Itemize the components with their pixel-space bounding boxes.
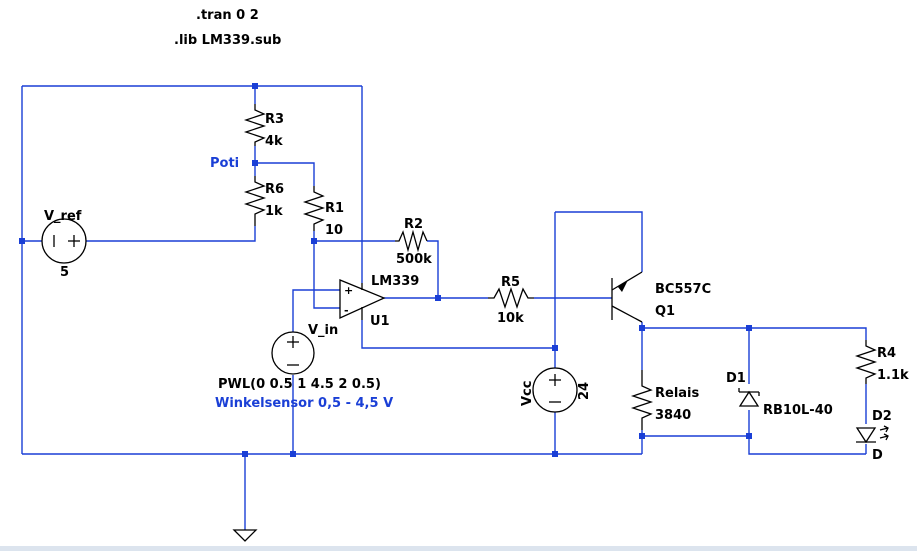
voltage-source-vcc[interactable] bbox=[532, 367, 578, 413]
r5-name: R5 bbox=[501, 275, 520, 290]
junction-dot bbox=[242, 451, 248, 457]
wire-vref-to-r6 bbox=[86, 226, 256, 242]
u1-name: U1 bbox=[370, 314, 390, 329]
comparator-u1[interactable]: + - bbox=[339, 279, 386, 320]
wire-d1-bottom bbox=[748, 410, 866, 455]
d1-name: D1 bbox=[726, 371, 746, 386]
vin-comment: Winkelsensor 0,5 - 4,5 V bbox=[215, 396, 393, 411]
r4-name: R4 bbox=[877, 346, 896, 361]
junction-dot bbox=[552, 345, 558, 351]
wire-u1-vminus bbox=[361, 320, 555, 349]
junction-dot bbox=[290, 451, 296, 457]
junction-dot bbox=[639, 433, 645, 439]
directive-tran: .tran 0 2 bbox=[196, 8, 259, 23]
r1-value: 10 bbox=[325, 223, 343, 238]
u1-value: LM339 bbox=[371, 274, 419, 289]
resistor-r4[interactable] bbox=[854, 340, 878, 384]
vin-name: V_in bbox=[308, 323, 338, 338]
relais-value: 3840 bbox=[655, 408, 691, 423]
directive-lib: .lib LM339.sub bbox=[174, 33, 281, 48]
junction-dot bbox=[252, 160, 258, 166]
junction-dot bbox=[746, 325, 752, 331]
transistor-q1[interactable] bbox=[611, 271, 643, 323]
junction-dot bbox=[639, 325, 645, 331]
voltage-source-vin[interactable] bbox=[271, 331, 315, 375]
r1-name: R1 bbox=[325, 201, 344, 216]
svg-text:-: - bbox=[344, 304, 349, 317]
d1-value: RB10L-40 bbox=[763, 403, 833, 418]
status-strip bbox=[0, 546, 917, 551]
r3-name: R3 bbox=[265, 112, 284, 127]
r6-name: R6 bbox=[265, 182, 284, 197]
d2-name: D2 bbox=[872, 409, 892, 424]
r6-value: 1k bbox=[265, 204, 283, 219]
ground-symbol bbox=[232, 529, 258, 542]
resistor-r5[interactable] bbox=[488, 286, 534, 310]
resistor-r3[interactable] bbox=[243, 104, 267, 146]
q1-value: BC557C bbox=[655, 282, 711, 297]
vcc-name: Vcc bbox=[520, 381, 535, 406]
junction-dot bbox=[435, 295, 441, 301]
voltage-source-vref[interactable] bbox=[41, 218, 87, 264]
r5-value: 10k bbox=[497, 311, 524, 326]
q1-name: Q1 bbox=[655, 304, 675, 319]
wire-poti-to-r1 bbox=[255, 162, 315, 186]
wire-q1-emitter-loop bbox=[555, 211, 643, 272]
r2-value: 500k bbox=[396, 252, 432, 267]
svg-text:+: + bbox=[344, 284, 353, 297]
junction-dot bbox=[19, 238, 25, 244]
wire-collector-rail bbox=[642, 327, 867, 340]
led-d2[interactable] bbox=[855, 425, 889, 444]
vcc-value: 24 bbox=[577, 382, 592, 400]
resistor-r6[interactable] bbox=[243, 176, 267, 226]
resistor-r2[interactable] bbox=[395, 229, 428, 253]
junction-dot bbox=[252, 83, 258, 89]
net-label-poti: Poti bbox=[210, 156, 239, 171]
vin-value: PWL(0 0.5 1 4.5 2 0.5) bbox=[218, 377, 381, 392]
d2-value: D bbox=[872, 448, 883, 463]
wire-vin-top bbox=[292, 289, 340, 332]
junction-dot bbox=[311, 238, 317, 244]
r2-name: R2 bbox=[404, 217, 423, 232]
vref-value: 5 bbox=[60, 265, 69, 280]
vref-name: V_ref bbox=[44, 209, 82, 224]
relais-name: Relais bbox=[655, 386, 700, 401]
junctions bbox=[19, 83, 752, 457]
diode-d1[interactable] bbox=[738, 388, 760, 407]
r3-value: 4k bbox=[265, 134, 283, 149]
wire-r1-bottom bbox=[313, 231, 340, 309]
junction-dot bbox=[552, 451, 558, 457]
junction-dot bbox=[746, 433, 752, 439]
r4-value: 1.1k bbox=[877, 368, 909, 383]
wire-r2-right bbox=[427, 240, 439, 298]
resistor-r1[interactable] bbox=[302, 186, 326, 231]
resistor-relais[interactable] bbox=[630, 370, 654, 430]
wires bbox=[21, 85, 867, 530]
